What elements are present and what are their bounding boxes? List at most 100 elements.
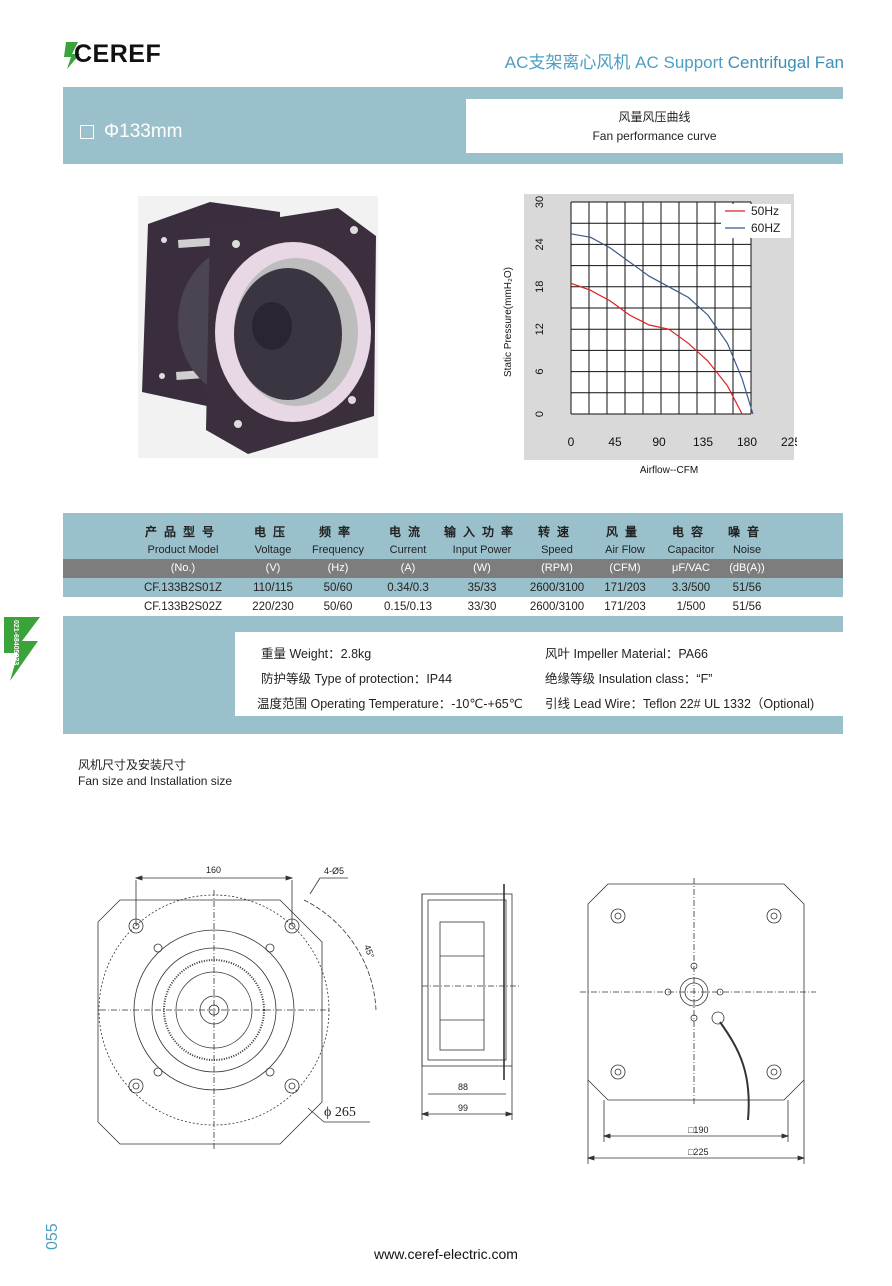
unit-cell: (CFM) bbox=[609, 562, 641, 574]
curve-caption-en: Fan performance curve bbox=[592, 129, 717, 143]
footer-website[interactable]: www.ceref-electric.com bbox=[374, 1246, 518, 1262]
y-tick-label: 30 bbox=[534, 196, 546, 208]
spec-table-header bbox=[63, 513, 843, 559]
header-en-cell: Frequency bbox=[312, 544, 364, 556]
dim-225: □225 bbox=[688, 1147, 708, 1157]
prop-lead-wire: 引线 Lead Wire：Teflon 22# UL 1332（Optional… bbox=[545, 697, 815, 711]
legend-label-0: 50Hz bbox=[751, 204, 779, 218]
install-title-en: Fan size and Installation size bbox=[78, 774, 233, 788]
table-cell: 33/30 bbox=[467, 601, 497, 613]
table-cell: 50/60 bbox=[323, 601, 353, 613]
header-en-cell: Noise bbox=[732, 544, 762, 556]
header-cn-cell: 电流 bbox=[388, 525, 427, 539]
header-cn-cell: 输入功率 bbox=[443, 525, 520, 539]
table-cell: 110/115 bbox=[253, 582, 293, 594]
table-cell: 171/203 bbox=[604, 601, 646, 613]
unit-cell: (dB(A)) bbox=[729, 562, 765, 574]
header-en-cell: Capacitor bbox=[667, 544, 715, 556]
header-en-cell: Input Power bbox=[452, 544, 512, 556]
table-cell: 1/500 bbox=[676, 601, 706, 613]
prop-insulation: 绝缘等级 Insulation class：“F” bbox=[545, 672, 713, 686]
table-cell: 35/33 bbox=[467, 582, 497, 594]
brand-name: CEREF bbox=[74, 40, 162, 68]
table-cell: 0.34/0.3 bbox=[387, 582, 429, 594]
front-view bbox=[97, 875, 377, 1150]
y-tick-label: 0 bbox=[534, 411, 546, 417]
legend-box bbox=[721, 204, 791, 238]
header-cn-cell: 产品型号 bbox=[144, 525, 221, 539]
unit-cell: (W) bbox=[473, 562, 491, 574]
prop-impeller: 风叶 Impeller Material：PA66 bbox=[545, 647, 709, 661]
table-cell: CF.133B2S01Z bbox=[144, 582, 222, 594]
side-phone-tab bbox=[4, 617, 40, 681]
series-line-1 bbox=[570, 233, 754, 415]
header-en-cell: Voltage bbox=[254, 544, 292, 556]
table-cell: 2600/3100 bbox=[529, 601, 585, 613]
header-cn-cell: 频率 bbox=[318, 525, 357, 539]
legend-label-1: 60HZ bbox=[751, 221, 780, 235]
y-tick-label: 24 bbox=[534, 238, 546, 250]
table-cell: 0.15/0.13 bbox=[384, 601, 432, 613]
performance-chart: 50Hz60HZ061218243004590135180225Static P… bbox=[503, 194, 797, 476]
fan-size-heading: Φ133mm bbox=[80, 121, 183, 143]
unit-cell: (A) bbox=[400, 562, 416, 574]
dim-holes: 4-Ø5 bbox=[324, 866, 344, 876]
header-en-cell: Air Flow bbox=[605, 544, 645, 556]
unit-cell: (RPM) bbox=[541, 562, 573, 574]
y-tick-label: 18 bbox=[534, 281, 546, 293]
x-tick-label: 180 bbox=[737, 435, 757, 449]
fan-product-image bbox=[138, 196, 378, 458]
table-cell: 171/203 bbox=[604, 582, 646, 594]
header-cn-cell: 转速 bbox=[537, 525, 576, 539]
checkbox-square-icon bbox=[80, 125, 94, 139]
prop-weight: 重量 Weight：2.8kg bbox=[261, 647, 372, 661]
y-axis-label: Static Pressure(mmH₂O) bbox=[503, 267, 514, 377]
dim-88: 88 bbox=[458, 1082, 468, 1092]
unit-cell: (V) bbox=[265, 562, 281, 574]
dimension-drawings: 160 4-Ø5 45° ϕ 265 88 99 bbox=[97, 865, 816, 1164]
side-view bbox=[420, 884, 520, 1120]
y-tick-label: 6 bbox=[534, 369, 546, 375]
x-axis-label: Airflow--CFM bbox=[640, 465, 698, 476]
header-cn-cell: 电压 bbox=[253, 525, 292, 539]
x-tick-label: 90 bbox=[652, 435, 666, 449]
side-phone-number: 021-68405223 bbox=[12, 620, 19, 666]
table-row bbox=[63, 578, 843, 597]
prop-protection: 防护等级 Type of protection：IP44 bbox=[261, 672, 453, 686]
install-title-cn: 风机尺寸及安装尺寸 bbox=[78, 758, 187, 772]
header-cn-cell: 电容 bbox=[671, 525, 710, 539]
x-tick-label: 0 bbox=[568, 435, 575, 449]
unit-cell: (No.) bbox=[170, 562, 196, 574]
table-cell: 51/56 bbox=[732, 582, 762, 594]
unit-cell: (Hz) bbox=[327, 562, 349, 574]
page-number: 055 bbox=[44, 1223, 61, 1250]
dim-99: 99 bbox=[458, 1103, 468, 1113]
table-cell: 51/56 bbox=[732, 601, 762, 613]
header-en-cell: Speed bbox=[541, 544, 573, 556]
dim-160: 160 bbox=[206, 865, 221, 875]
header-cn-cell: 风量 bbox=[605, 525, 644, 539]
curve-caption: 风量风压曲线 Fan performance curve bbox=[466, 99, 843, 153]
table-cell: CF.133B2S02Z bbox=[144, 601, 222, 613]
curve-caption-cn: 风量风压曲线 bbox=[618, 110, 691, 124]
table-cell: 2600/3100 bbox=[529, 582, 585, 594]
table-cell: 3.3/500 bbox=[671, 582, 711, 594]
document-title: AC支架离心风机 AC Support Centrifugal Fan bbox=[504, 53, 844, 72]
spec-table-units bbox=[63, 559, 843, 578]
header-cn-cell: 噪音 bbox=[727, 525, 766, 539]
table-cell: 220/230 bbox=[252, 601, 294, 613]
y-tick-label: 12 bbox=[534, 323, 546, 335]
rear-view bbox=[580, 878, 816, 1164]
header-en-cell: Current bbox=[389, 544, 427, 556]
table-cell: 50/60 bbox=[323, 582, 353, 594]
brand-logo bbox=[64, 42, 80, 69]
prop-temperature: 温度范围 Operating Temperature：-10℃-+65℃ bbox=[257, 697, 523, 711]
x-tick-label: 225 bbox=[781, 435, 797, 449]
table-row bbox=[63, 597, 843, 616]
dim-angle: 45° bbox=[362, 943, 376, 960]
dim-190: □190 bbox=[688, 1125, 708, 1135]
series-line-0 bbox=[570, 282, 743, 415]
properties-box: 重量 Weight：2.8kg 防护等级 Type of protection：… bbox=[235, 632, 843, 716]
x-tick-label: 45 bbox=[608, 435, 622, 449]
unit-cell: μF/VAC bbox=[672, 562, 710, 574]
